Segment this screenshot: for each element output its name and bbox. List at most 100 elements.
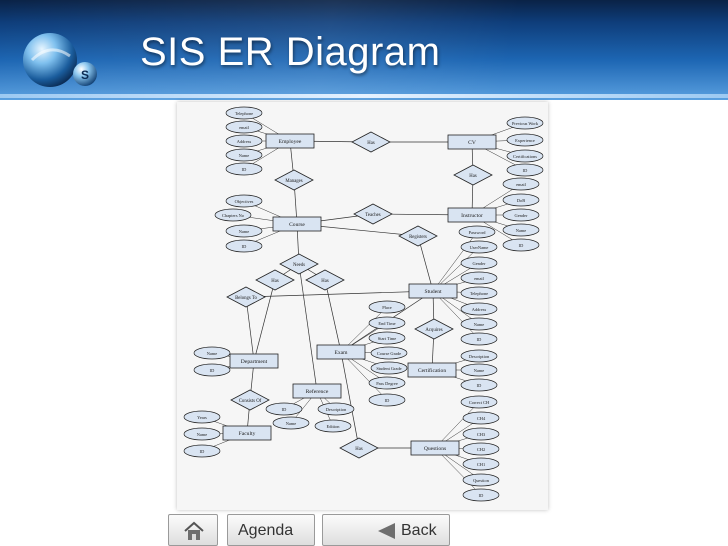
entity-cv: CV (447, 134, 497, 150)
attribute-a_emp_tel: Telephone (225, 106, 263, 120)
agenda-button[interactable]: Agenda (227, 514, 315, 546)
attribute-label: ID (242, 167, 247, 172)
entity-label: Course (289, 222, 305, 228)
entity-label: Reference (306, 388, 329, 395)
attribute-label: Course Grade (377, 351, 401, 356)
attribute-label: Start Time (378, 336, 396, 341)
slide-header: S SIS ER Diagram (0, 0, 728, 100)
attribute-label: CH3 (477, 432, 486, 437)
entity-box (447, 134, 497, 150)
attribute-ellipse (370, 361, 408, 375)
attribute-a_exam_start: Start Time (368, 331, 406, 345)
relationship-label: Belongs To (235, 296, 257, 301)
relationship-diamond (279, 253, 319, 275)
attribute-a_crs_obj: Objectives (225, 194, 263, 208)
relationship-diamond (353, 203, 393, 225)
attribute-ellipse (183, 410, 221, 424)
relationship-line (340, 351, 360, 449)
entity-label: Department (241, 359, 268, 365)
attribute-a_ins_id: ID (502, 238, 540, 252)
attribute-ellipse (193, 346, 231, 360)
attribute-ellipse (506, 149, 544, 163)
attribute-label: Address (237, 139, 252, 144)
attribute-ellipse (225, 148, 263, 162)
attribute-a_emp_id: ID (225, 162, 263, 176)
relationship-registers: Registers (398, 225, 438, 247)
relationship-line (245, 290, 434, 298)
attribute-ellipse (225, 239, 263, 253)
attribute-a_stu_id: ID (460, 332, 498, 346)
attribute-label: CH4 (477, 416, 486, 421)
relationship-line (253, 279, 276, 362)
entity-box (407, 362, 457, 378)
attribute-a_exam_cg: Course Grade (370, 346, 408, 360)
attribute-ellipse (506, 163, 544, 177)
attribute-label: Previous Work (512, 121, 539, 126)
relationship-line (417, 235, 434, 292)
home-button[interactable] (168, 514, 218, 546)
attribute-ellipse (368, 393, 406, 407)
relationship-label: Acquires (425, 328, 442, 333)
attribute-label: Objectives (235, 199, 254, 204)
attribute-ellipse (225, 162, 263, 176)
attribute-label: ID (200, 449, 205, 454)
attribute-label: Edition (327, 424, 341, 429)
attribute-ellipse (502, 223, 540, 237)
attribute-a_q_ch3: CH3 (462, 427, 500, 441)
attribute-label: Name (474, 322, 485, 327)
attribute-a_q_ch2: CH2 (462, 442, 500, 456)
globe-logo-icon: S (23, 33, 97, 87)
slide-title: SIS ER Diagram (140, 30, 441, 74)
relationship-diamond (255, 269, 295, 291)
entity-box (408, 283, 458, 299)
attribute-a_ins_email: email (502, 177, 540, 191)
attribute-a_cv_exp: Experience (506, 133, 544, 147)
attribute-ellipse (462, 488, 500, 502)
attribute-a_exam_id: ID (368, 393, 406, 407)
relationship-label: Consists Of (239, 399, 262, 404)
agenda-label: Agenda (238, 522, 294, 539)
back-button[interactable]: Back (322, 514, 450, 546)
entity-label: Faculty (239, 431, 256, 437)
attribute-label: ID (523, 168, 528, 173)
home-icon (184, 521, 204, 540)
attribute-label: Name (239, 229, 250, 234)
attribute-a_exam_end: End Time (368, 316, 406, 330)
entity-box (447, 207, 497, 223)
relationship-label: Has (355, 447, 363, 452)
entity-box (292, 383, 342, 399)
back-label: Back (401, 522, 437, 539)
attribute-ellipse (368, 376, 406, 390)
attribute-label: ID (479, 493, 484, 498)
attribute-label: email (516, 182, 527, 187)
attribute-a_stu_pass: Password (458, 225, 496, 239)
attribute-ellipse (460, 395, 498, 409)
attribute-a_ins_dob: DoB (502, 193, 540, 207)
attribute-ellipse (370, 346, 408, 360)
relationship-diamond (274, 169, 314, 191)
attribute-ellipse (462, 427, 500, 441)
attribute-a_cv_id: ID (506, 163, 544, 177)
attribute-label: Correct CH (469, 400, 490, 405)
attribute-a_dep_id: ID (193, 363, 231, 377)
attribute-ellipse (317, 402, 355, 416)
attribute-a_cert_desc: Description (460, 349, 498, 363)
entity-questions: Questions (410, 440, 460, 456)
attribute-line (434, 401, 480, 449)
attribute-ellipse (460, 302, 498, 316)
attribute-a_stu_gender: Gender (460, 256, 498, 270)
relationship-diamond (414, 318, 454, 340)
attribute-ellipse (368, 331, 406, 345)
header-divider (0, 94, 728, 98)
back-arrow-icon (378, 523, 395, 539)
relationship-label: Has (367, 141, 375, 146)
attribute-ellipse (225, 194, 263, 208)
relationship-teaches: Teaches (353, 203, 393, 225)
relationship-label: Registers (409, 235, 427, 240)
attribute-a_q_ch4: CH4 (462, 411, 500, 425)
attribute-a_dep_name: Name (193, 346, 231, 360)
attribute-label: ID (282, 407, 287, 412)
relationship-consists: Consists Of (230, 389, 270, 411)
attribute-label: Description (469, 354, 490, 359)
